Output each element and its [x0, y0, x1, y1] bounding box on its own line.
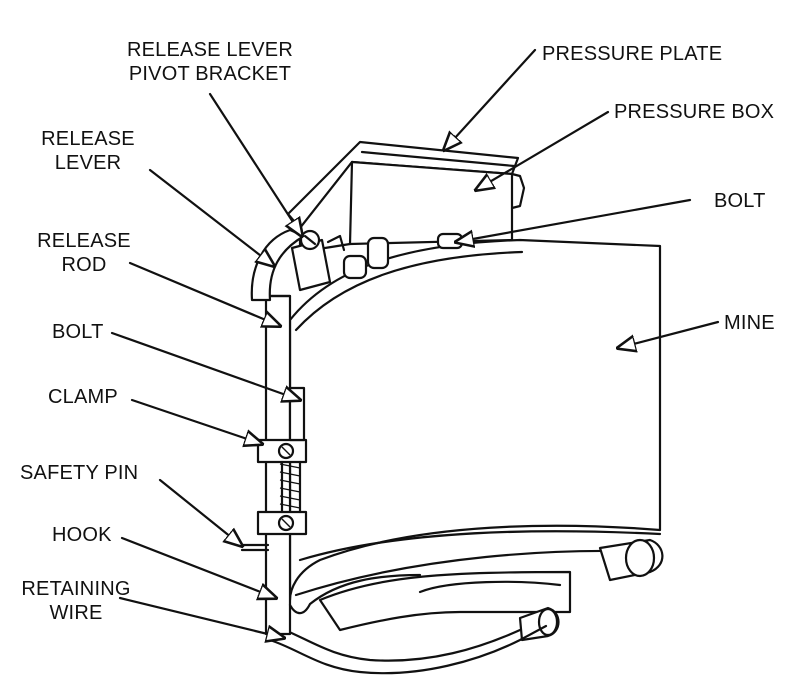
hook-shape [288, 573, 422, 615]
label-safety-pin: SAFETY PIN [20, 462, 139, 484]
label-line: LEVER [54, 152, 122, 174]
label-bolt-side: BOLT [52, 321, 104, 343]
label-release-lever: RELEASE LEVER [38, 127, 138, 175]
leader-mine [618, 320, 720, 348]
leader-pressure-box [476, 110, 610, 190]
retaining-wire [268, 624, 548, 675]
label-release-rod: RELEASE ROD [36, 229, 132, 277]
label-bolt-top: BOLT [714, 190, 766, 212]
base-bracket [318, 538, 664, 642]
leader-release-rod [128, 261, 280, 326]
leader-retaining-wire [118, 596, 284, 638]
label-line: ROD [61, 254, 107, 276]
label-hook: HOOK [52, 524, 112, 546]
spring-assembly [240, 386, 308, 552]
label-release-lever-pivot-bracket: RELEASE LEVER PIVOT BRACKET [100, 38, 320, 86]
label-line: RETAINING [21, 578, 131, 600]
label-line: RELEASE [37, 230, 131, 252]
leader-pivot-bracket [208, 92, 302, 236]
label-pressure-plate: PRESSURE PLATE [542, 43, 723, 65]
leader-hook [120, 536, 276, 598]
leader-clamp [130, 398, 262, 444]
label-mine: MINE [724, 312, 775, 334]
leader-safety-pin [158, 478, 242, 546]
label-pressure-box: PRESSURE BOX [614, 101, 775, 123]
label-retaining-wire: RETAINING WIRE [14, 577, 138, 625]
leader-release-lever [148, 168, 274, 266]
mine-body [288, 238, 662, 602]
label-clamp: CLAMP [48, 386, 118, 408]
label-line: WIRE [49, 602, 103, 624]
leader-lines [110, 48, 720, 638]
leader-pressure-plate [444, 48, 537, 150]
leader-bolt-side [110, 331, 300, 400]
label-line: PIVOT BRACKET [128, 63, 292, 85]
leader-bolt-top [456, 198, 692, 242]
label-line: RELEASE [41, 128, 135, 150]
label-line: RELEASE LEVER [126, 39, 293, 61]
